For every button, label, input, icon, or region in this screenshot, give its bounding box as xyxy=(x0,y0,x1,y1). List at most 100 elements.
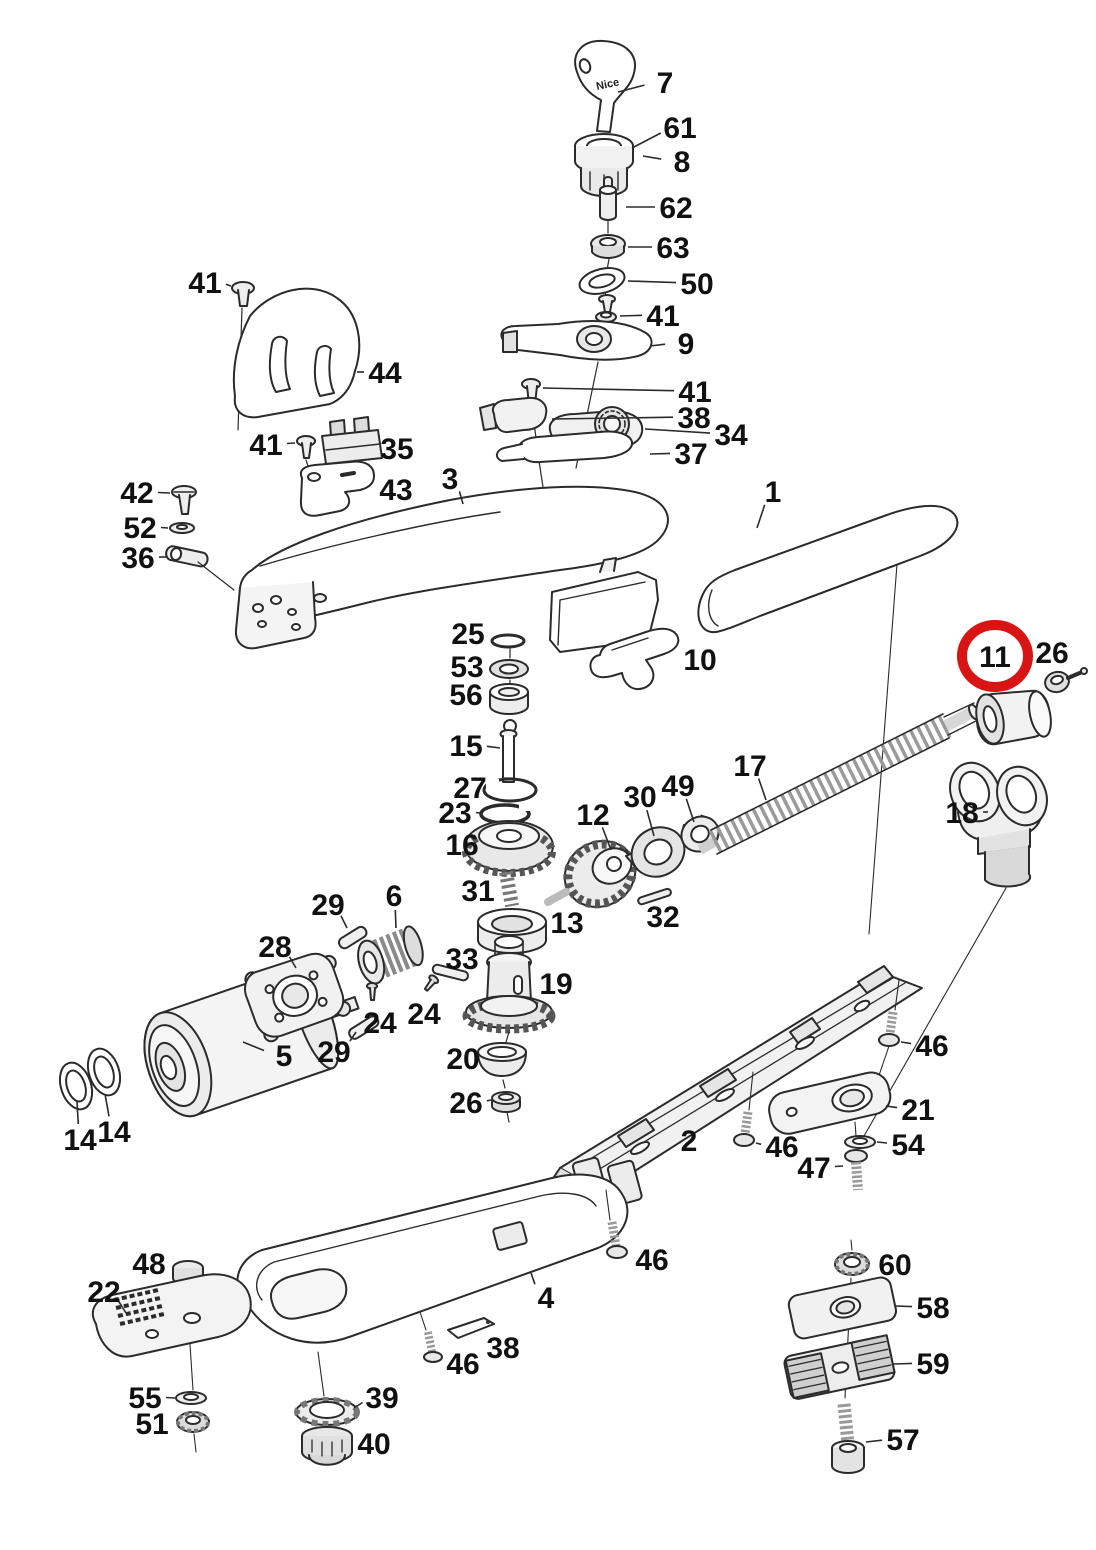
part-flange-28 xyxy=(244,952,352,1043)
part-hood-44 xyxy=(231,281,361,431)
part-drive-nut-11 xyxy=(975,689,1052,746)
part-number-26: 26 xyxy=(449,1087,482,1120)
leader-line xyxy=(642,155,662,160)
leader-line xyxy=(118,1301,127,1314)
part-number-25: 25 xyxy=(451,618,484,651)
part-number-2: 2 xyxy=(681,1125,698,1158)
leader-line xyxy=(394,909,397,929)
leader-line xyxy=(892,1362,913,1365)
key-brand-text: Nice xyxy=(595,76,620,93)
part-number-30: 30 xyxy=(623,781,656,814)
leader-line xyxy=(649,343,666,347)
callout-23-30: 23 xyxy=(438,797,481,830)
callout-43-16: 43 xyxy=(379,474,412,507)
callout-31-32: 31 xyxy=(461,875,494,908)
callout-57-72: 57 xyxy=(865,1424,920,1457)
part-number-29: 29 xyxy=(317,1036,350,1069)
leader-line xyxy=(288,956,297,969)
part-number-14: 14 xyxy=(63,1124,97,1157)
part-number-40: 40 xyxy=(357,1428,390,1461)
part-cable-gland-40 xyxy=(301,1426,353,1466)
part-number-38: 38 xyxy=(677,402,710,435)
part-number-52: 52 xyxy=(123,512,156,545)
callout-46-65: 46 xyxy=(446,1348,479,1381)
part-number-47: 47 xyxy=(797,1152,830,1185)
leader-line xyxy=(900,1041,912,1045)
part-pin-33 xyxy=(431,963,469,982)
part-number-12: 12 xyxy=(576,799,609,832)
part-wedge-38-top xyxy=(479,396,548,434)
callout-21-54: 21 xyxy=(885,1094,935,1127)
part-clamp-plate-58 xyxy=(787,1276,897,1340)
part-number-39: 39 xyxy=(365,1382,398,1415)
part-washer-14-right xyxy=(86,1047,122,1097)
part-cap-50 xyxy=(578,267,626,295)
callout-9-7: 9 xyxy=(649,328,695,361)
leader-line xyxy=(349,1031,357,1042)
part-front-clevis-18 xyxy=(863,761,1048,1137)
callout-49-36: 49 xyxy=(661,770,695,823)
part-serrated-plate-59 xyxy=(783,1334,896,1400)
callout-36-21: 36 xyxy=(121,542,166,575)
callout-17-37: 17 xyxy=(733,750,767,801)
callout-25-22: 25 xyxy=(451,618,484,651)
callout-24-43: 24 xyxy=(363,1007,397,1040)
part-number-15: 15 xyxy=(449,730,482,763)
part-number-32: 32 xyxy=(646,901,679,934)
highlight-circle-part-11 xyxy=(957,620,1033,692)
part-number-37: 37 xyxy=(674,438,707,471)
callout-6-41: 6 xyxy=(386,880,402,929)
part-number-4: 4 xyxy=(538,1282,555,1315)
part-washer-52 xyxy=(169,522,195,534)
part-number-35: 35 xyxy=(380,433,413,466)
callout-30-35: 30 xyxy=(623,781,657,837)
part-number-31: 31 xyxy=(461,875,494,908)
assembly-line xyxy=(197,561,235,591)
part-number-29: 29 xyxy=(311,889,344,922)
part-pin-29-top xyxy=(337,925,368,950)
part-screw-24-left xyxy=(366,982,378,1001)
leader-line xyxy=(160,526,169,529)
callout-26-52: 26 xyxy=(449,1087,492,1120)
callout-46-53: 46 xyxy=(900,1030,949,1063)
callout-16-31: 16 xyxy=(445,829,478,862)
part-number-41: 41 xyxy=(646,300,679,333)
callout-46-59: 46 xyxy=(635,1244,668,1277)
part-washer-14-left xyxy=(58,1061,94,1111)
part-number-46: 46 xyxy=(446,1348,479,1381)
leader-line xyxy=(157,491,171,494)
part-worm-screw-17 xyxy=(697,702,981,855)
part-ring-nut-39 xyxy=(294,1351,360,1427)
part-armature-6 xyxy=(357,925,424,985)
callout-41-8: 41 xyxy=(188,267,232,300)
callout-20-51: 20 xyxy=(446,1043,479,1076)
part-bearing-53 xyxy=(489,659,529,685)
part-number-24: 24 xyxy=(363,1007,397,1040)
callout-63-4: 63 xyxy=(628,232,690,265)
part-number-63: 63 xyxy=(656,232,689,265)
callout-7-0: 7 xyxy=(617,67,673,100)
callout-2-55: 2 xyxy=(681,1125,698,1158)
leader-line xyxy=(685,798,695,823)
callout-42-19: 42 xyxy=(120,477,171,510)
part-number-3: 3 xyxy=(442,463,459,496)
part-number-54: 54 xyxy=(891,1129,925,1162)
callout-40-68: 40 xyxy=(357,1428,390,1461)
part-number-51: 51 xyxy=(135,1408,168,1441)
part-number-19: 19 xyxy=(539,968,572,1001)
part-screw-46-rail-mid xyxy=(733,1071,755,1147)
part-upper-housing-3 xyxy=(234,485,669,650)
part-number-33: 33 xyxy=(445,943,478,976)
part-clip-27 xyxy=(482,777,538,803)
part-number-53: 53 xyxy=(450,651,483,684)
part-number-38: 38 xyxy=(486,1332,519,1365)
callout-60-69: 60 xyxy=(878,1249,911,1282)
callout-14-48: 14 xyxy=(97,1093,131,1149)
leader-line xyxy=(757,778,767,801)
part-number-16: 16 xyxy=(445,829,478,862)
part-pinion-19 xyxy=(462,935,556,1043)
part-number-22: 22 xyxy=(87,1276,120,1309)
callout-39-67: 39 xyxy=(353,1382,399,1415)
part-number-9: 9 xyxy=(678,328,695,361)
